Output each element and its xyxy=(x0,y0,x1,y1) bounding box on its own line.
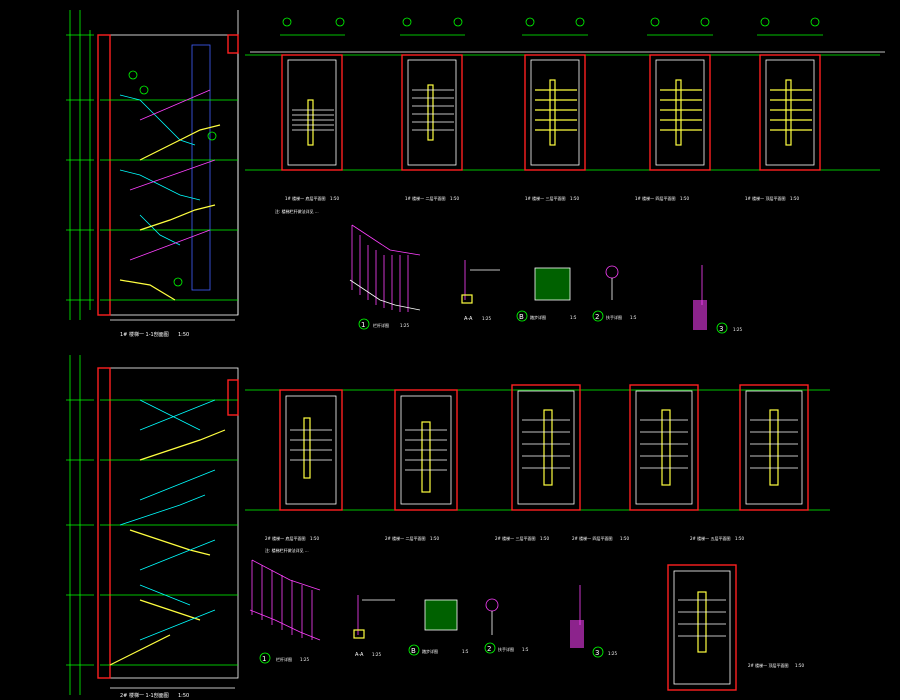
detail-2-3-num: B xyxy=(411,647,416,655)
plan-2-3-title: 2# 楼梯一 三层平面图 xyxy=(495,535,535,541)
plan-1-5-scale: 1:50 xyxy=(790,196,799,201)
detail-2-4-scale: 1:5 xyxy=(522,647,529,652)
plan-2-5 xyxy=(739,384,809,511)
section-2-title: 2# 楼梯一 1-1剖面图 xyxy=(120,692,169,699)
plan-2-1-scale: 1:50 xyxy=(310,536,319,541)
plan-2-4-scale: 1:50 xyxy=(620,536,629,541)
plan-2-6-scale: 1:50 xyxy=(795,663,804,668)
detail-2-3-title: 踏步详图 xyxy=(422,648,438,654)
plan-2-6 xyxy=(667,564,737,691)
section-view-1: 1# 楼梯一 1-1剖面图 1:50 xyxy=(66,10,239,338)
plan-1-5-title: 1# 楼梯一 顶层平面图 xyxy=(745,195,785,201)
detail-2-5-num: 3 xyxy=(595,649,599,657)
detail-1-4-scale: 1:5 xyxy=(630,315,637,320)
detail-2-5-scale: 1:25 xyxy=(608,651,617,656)
detail-2-1-title: 栏杆详图 xyxy=(276,656,292,662)
plan-1-2-scale: 1:50 xyxy=(450,196,459,201)
detail-1-1-scale: 1:25 xyxy=(400,323,409,328)
note-row-2: 注: 楼梯栏杆做法详见 ... xyxy=(265,547,309,553)
plan-2-5-title: 2# 楼梯一 五层平面图 xyxy=(690,535,730,541)
plan-2-2-scale: 1:50 xyxy=(430,536,439,541)
note-row-1: 注: 楼梯栏杆做法详见 ... xyxy=(275,208,319,214)
plan-2-2 xyxy=(394,389,458,511)
detail-2-1-scale: 1:25 xyxy=(300,657,309,662)
plan-1-4-scale: 1:50 xyxy=(680,196,689,201)
detail-2-2-scale: 1:25 xyxy=(372,652,381,657)
detail-2-4-num: 2 xyxy=(487,645,491,653)
plan-2-6-title: 2# 楼梯一 顶层平面图 xyxy=(748,662,788,668)
plan-2-5-scale: 1:50 xyxy=(735,536,744,541)
detail-1-3-title: 踏步详图 xyxy=(530,314,546,320)
detail-1-2-num: A-A xyxy=(464,316,473,322)
details-row-2: 1 栏杆详图 1:25 A-A 1:25 B 踏步详图 1:5 2 扶手详图 1… xyxy=(249,559,617,664)
detail-1-1-title: 栏杆详图 xyxy=(373,322,389,328)
plan-2-3-scale: 1:50 xyxy=(540,536,549,541)
plan-1-1 xyxy=(280,17,345,171)
details-row-1: 1 栏杆详图 1:25 A-A 1:25 B 踏步详图 1:5 2 扶手详图 1… xyxy=(349,224,742,334)
plan-1-3-scale: 1:50 xyxy=(570,196,579,201)
plan-2-2-title: 2# 楼梯一 二层平面图 xyxy=(385,535,425,541)
plan-1-3 xyxy=(522,17,588,171)
section-1-title: 1# 楼梯一 1-1剖面图 xyxy=(120,331,169,338)
plan-1-3-title: 1# 楼梯一 三层平面图 xyxy=(525,195,565,201)
detail-1-3-scale: 1:5 xyxy=(570,315,577,320)
plan-2-1 xyxy=(279,389,343,511)
plan-1-1-scale: 1:50 xyxy=(330,196,339,201)
plan-1-1-title: 1# 楼梯一 底层平面图 xyxy=(285,195,325,201)
detail-1-4-num: 2 xyxy=(595,313,599,321)
plan-1-2-title: 1# 楼梯一 二层平面图 xyxy=(405,195,445,201)
plan-1-4-title: 1# 楼梯一 四层平面图 xyxy=(635,195,675,201)
plans-row-1: 1# 楼梯一 底层平面图 1:50 1# 楼梯一 二层平面图 1:50 1# 楼… xyxy=(245,17,885,214)
plan-1-4 xyxy=(647,17,713,171)
plan-2-4-title: 2# 楼梯一 四层平面图 xyxy=(572,535,612,541)
section-view-2: 2# 楼梯一 1-1剖面图 1:50 xyxy=(66,355,239,699)
detail-1-2-scale: 1:25 xyxy=(482,316,491,321)
detail-1-5-scale: 1:25 xyxy=(733,327,742,332)
plan-2-4 xyxy=(629,384,699,511)
plan-2-3 xyxy=(511,384,581,511)
plans-row-2: 2# 楼梯一 底层平面图 1:50 2# 楼梯一 二层平面图 1:50 2# 楼… xyxy=(245,384,830,691)
detail-1-1-num: 1 xyxy=(361,321,365,329)
detail-2-2-num: A-A xyxy=(355,652,364,658)
detail-2-1-num: 1 xyxy=(262,655,266,663)
detail-1-5-num: 3 xyxy=(719,325,723,333)
plan-1-2 xyxy=(400,17,465,171)
section-2-scale: 1:50 xyxy=(178,693,189,699)
detail-1-3-num: B xyxy=(519,313,524,321)
detail-2-4-title: 扶手详图 xyxy=(498,646,514,652)
detail-2-3-scale: 1:5 xyxy=(462,649,469,654)
plan-1-5 xyxy=(757,17,823,171)
detail-1-4-title: 扶手详图 xyxy=(606,314,622,320)
plan-2-1-title: 2# 楼梯一 底层平面图 xyxy=(265,535,305,541)
section-1-scale: 1:50 xyxy=(178,332,189,338)
